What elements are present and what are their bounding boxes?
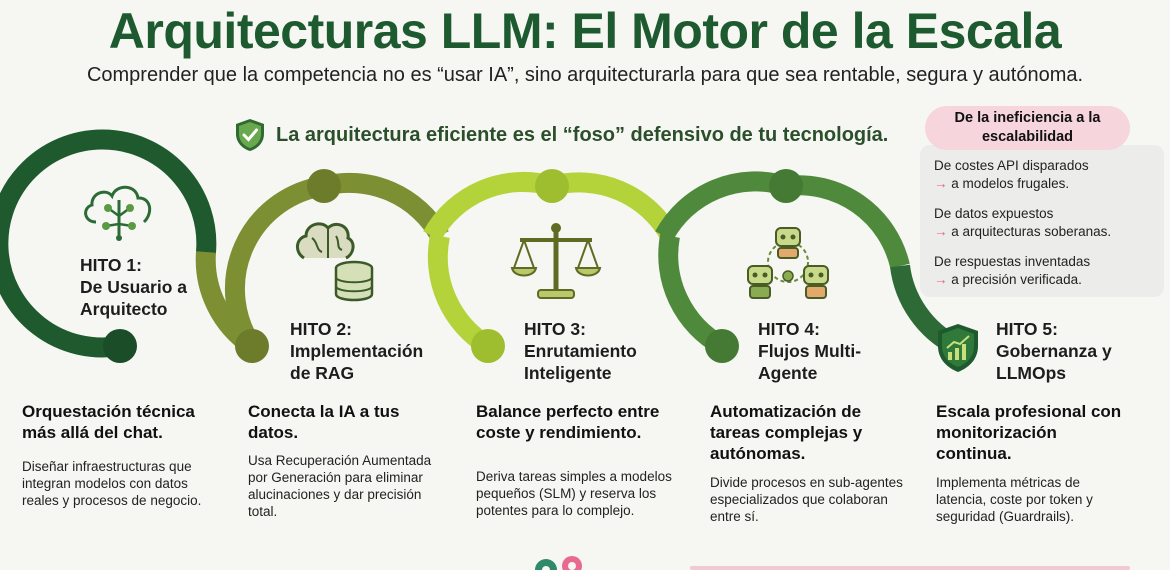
shield-check-icon: [236, 119, 264, 151]
gear-location-icon: [535, 556, 582, 570]
balance-scale-icon: [510, 223, 602, 299]
milestone-node-2: [307, 169, 341, 203]
milestone-2-heading-line3: de RAG: [290, 363, 355, 383]
milestone-5-summary: Escala profesional con monitorización co…: [936, 402, 1122, 463]
transition-item-2-to: a arquitecturas soberanas.: [951, 224, 1112, 239]
transition-item-2-from: De datos expuestos: [934, 206, 1054, 221]
milestone-1-heading: HITO 1: De Usuario a Arquitecto: [80, 254, 210, 320]
milestone-node-4: [769, 169, 803, 203]
milestone-4-heading-line3: Agente: [758, 363, 818, 383]
milestone-1-heading-line2: De Usuario a: [80, 277, 187, 297]
transition-item-1-to: a modelos frugales.: [951, 176, 1070, 191]
page-title: Arquitecturas LLM: El Motor de la Escala: [108, 3, 1062, 59]
transition-item-3: De respuestas inventadas → a precisión v…: [934, 253, 1090, 289]
milestone-2-summary: Conecta la IA a tus datos.: [248, 402, 400, 442]
milestone-node-1: [103, 329, 137, 363]
milestone-3-summary: Balance perfecto entre coste y rendimien…: [476, 402, 660, 442]
transition-item-3-from: De respuestas inventadas: [934, 254, 1091, 269]
milestone-4-description: Divide procesos en sub-agentes especiali…: [710, 475, 903, 524]
milestone-2-description: Usa Recuperación Aumentada por Generació…: [248, 453, 432, 519]
milestone-3-description: Deriva tareas simples a modelos pequeños…: [476, 469, 672, 518]
moat-banner: La arquitectura eficiente es el “foso” d…: [234, 118, 888, 152]
milestone-1-summary: Orquestación técnica más allá del chat.: [22, 402, 195, 442]
transition-item-2: De datos expuestos → a arquitecturas sob…: [934, 205, 1111, 241]
milestone-arc-2: [224, 172, 449, 352]
milestone-4-summary: Automatización de tareas complejas y aut…: [710, 402, 863, 463]
bottom-panel-edge: [690, 566, 1130, 570]
arrow-right-icon: →: [934, 272, 948, 287]
arrow-right-icon: →: [934, 176, 948, 191]
milestone-2-heading: HITO 2: Implementación de RAG: [290, 318, 450, 384]
milestone-arc-1: [0, 129, 217, 358]
milestone-5-description: Implementa métricas de latencia, coste p…: [936, 475, 1093, 524]
milestone-3-heading-line2: Enrutamiento: [524, 341, 637, 361]
transition-item-1: De costes API disparados → a modelos fru…: [934, 157, 1089, 193]
brain-database-icon: [296, 222, 374, 302]
milestone-1-heading-line3: Arquitecto: [80, 299, 168, 319]
shield-chart-icon: [938, 324, 978, 372]
milestone-5-heading-line1: HITO 5:: [996, 319, 1058, 339]
milestone-2-heading-line2: Implementación: [290, 341, 424, 361]
cloud-network-icon: [84, 185, 152, 241]
milestone-1-description: Diseñar infraestructuras que integran mo…: [22, 459, 202, 508]
milestone-3-heading-line3: Inteligente: [524, 363, 612, 383]
page-subtitle: Comprender que la competencia no es “usa…: [86, 64, 1084, 86]
milestone-4-heading: HITO 4: Flujos Multi- Agente: [758, 318, 908, 384]
milestone-5-heading-line2: Gobernanza y: [996, 341, 1112, 361]
milestone-node-4a: [705, 329, 739, 363]
milestone-5-heading-line3: LLMOps: [996, 363, 1066, 383]
transition-panel: [920, 145, 1164, 297]
milestone-3-heading-line1: HITO 3:: [524, 319, 586, 339]
transition-panel-title: De la ineficiencia a la escalabilidad: [925, 106, 1130, 150]
milestone-node-3a: [471, 329, 505, 363]
arrow-right-icon: →: [934, 224, 948, 239]
robot-agents-icon: [747, 227, 829, 299]
milestone-3-heading: HITO 3: Enrutamiento Inteligente: [524, 318, 684, 384]
milestone-node-2a: [235, 329, 269, 363]
moat-text: La arquitectura eficiente es el “foso” d…: [276, 123, 889, 146]
milestone-1-heading-line1: HITO 1:: [80, 255, 142, 275]
milestone-4-heading-line2: Flujos Multi-: [758, 341, 862, 361]
transition-item-3-to: a precisión verificada.: [951, 272, 1082, 287]
milestone-5-heading: HITO 5: Gobernanza y LLMOps: [996, 318, 1156, 384]
milestone-2-heading-line1: HITO 2:: [290, 319, 352, 339]
milestone-4-heading-line1: HITO 4:: [758, 319, 820, 339]
milestone-node-3: [535, 169, 569, 203]
transition-item-1-from: De costes API disparados: [934, 158, 1089, 173]
